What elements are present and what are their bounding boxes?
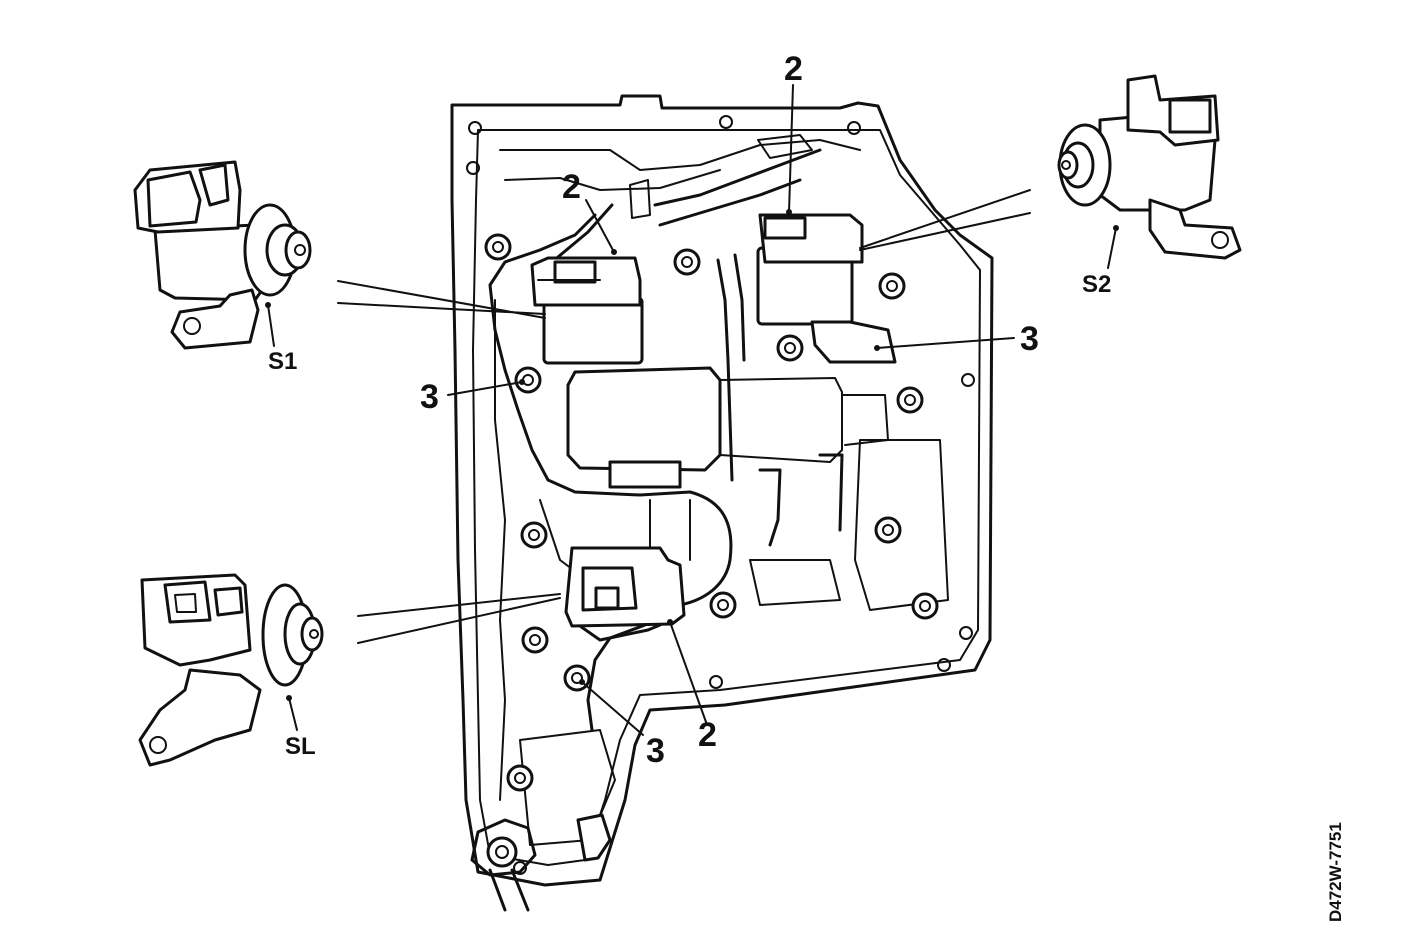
bolt — [484, 233, 512, 261]
bolt — [506, 764, 534, 792]
callout-2-bottom: 2 — [698, 716, 717, 754]
installed-solenoid-s2 — [756, 213, 897, 364]
bolt — [673, 248, 701, 276]
figure-code: D472W-7751 — [1326, 822, 1345, 922]
callout-leaders — [265, 84, 1119, 736]
bolt — [776, 334, 804, 362]
callout-3-bottom: 3 — [646, 732, 665, 770]
bolt — [874, 516, 902, 544]
solenoid-label-s1: S1 — [268, 348, 297, 375]
callout-2-left: 2 — [562, 168, 581, 206]
callout-3-right: 3 — [1020, 320, 1039, 358]
bolt — [563, 664, 591, 692]
bolt — [896, 386, 924, 414]
solenoid-label-s2: S2 — [1082, 271, 1111, 298]
installed-solenoid-s1 — [530, 256, 644, 365]
central-solenoid — [566, 366, 889, 489]
callout-3-left: 3 — [420, 378, 439, 416]
exploded-solenoid-sl — [138, 573, 324, 767]
exploded-solenoid-s1 — [133, 160, 312, 350]
bolt — [911, 592, 939, 620]
bolt — [521, 626, 549, 654]
installed-solenoid-sl — [564, 546, 686, 642]
callout-2-top: 2 — [784, 50, 803, 88]
bolt — [878, 272, 906, 300]
valve-body-plate — [450, 94, 994, 887]
bolt — [514, 366, 542, 394]
bolt — [709, 591, 737, 619]
bottom-fitting — [470, 813, 612, 912]
bolt — [520, 521, 548, 549]
exploded-solenoid-s2 — [1057, 74, 1242, 260]
leader-lines — [337, 189, 1031, 644]
wiring-harness — [488, 134, 844, 732]
solenoid-label-sl: SL — [285, 733, 316, 760]
